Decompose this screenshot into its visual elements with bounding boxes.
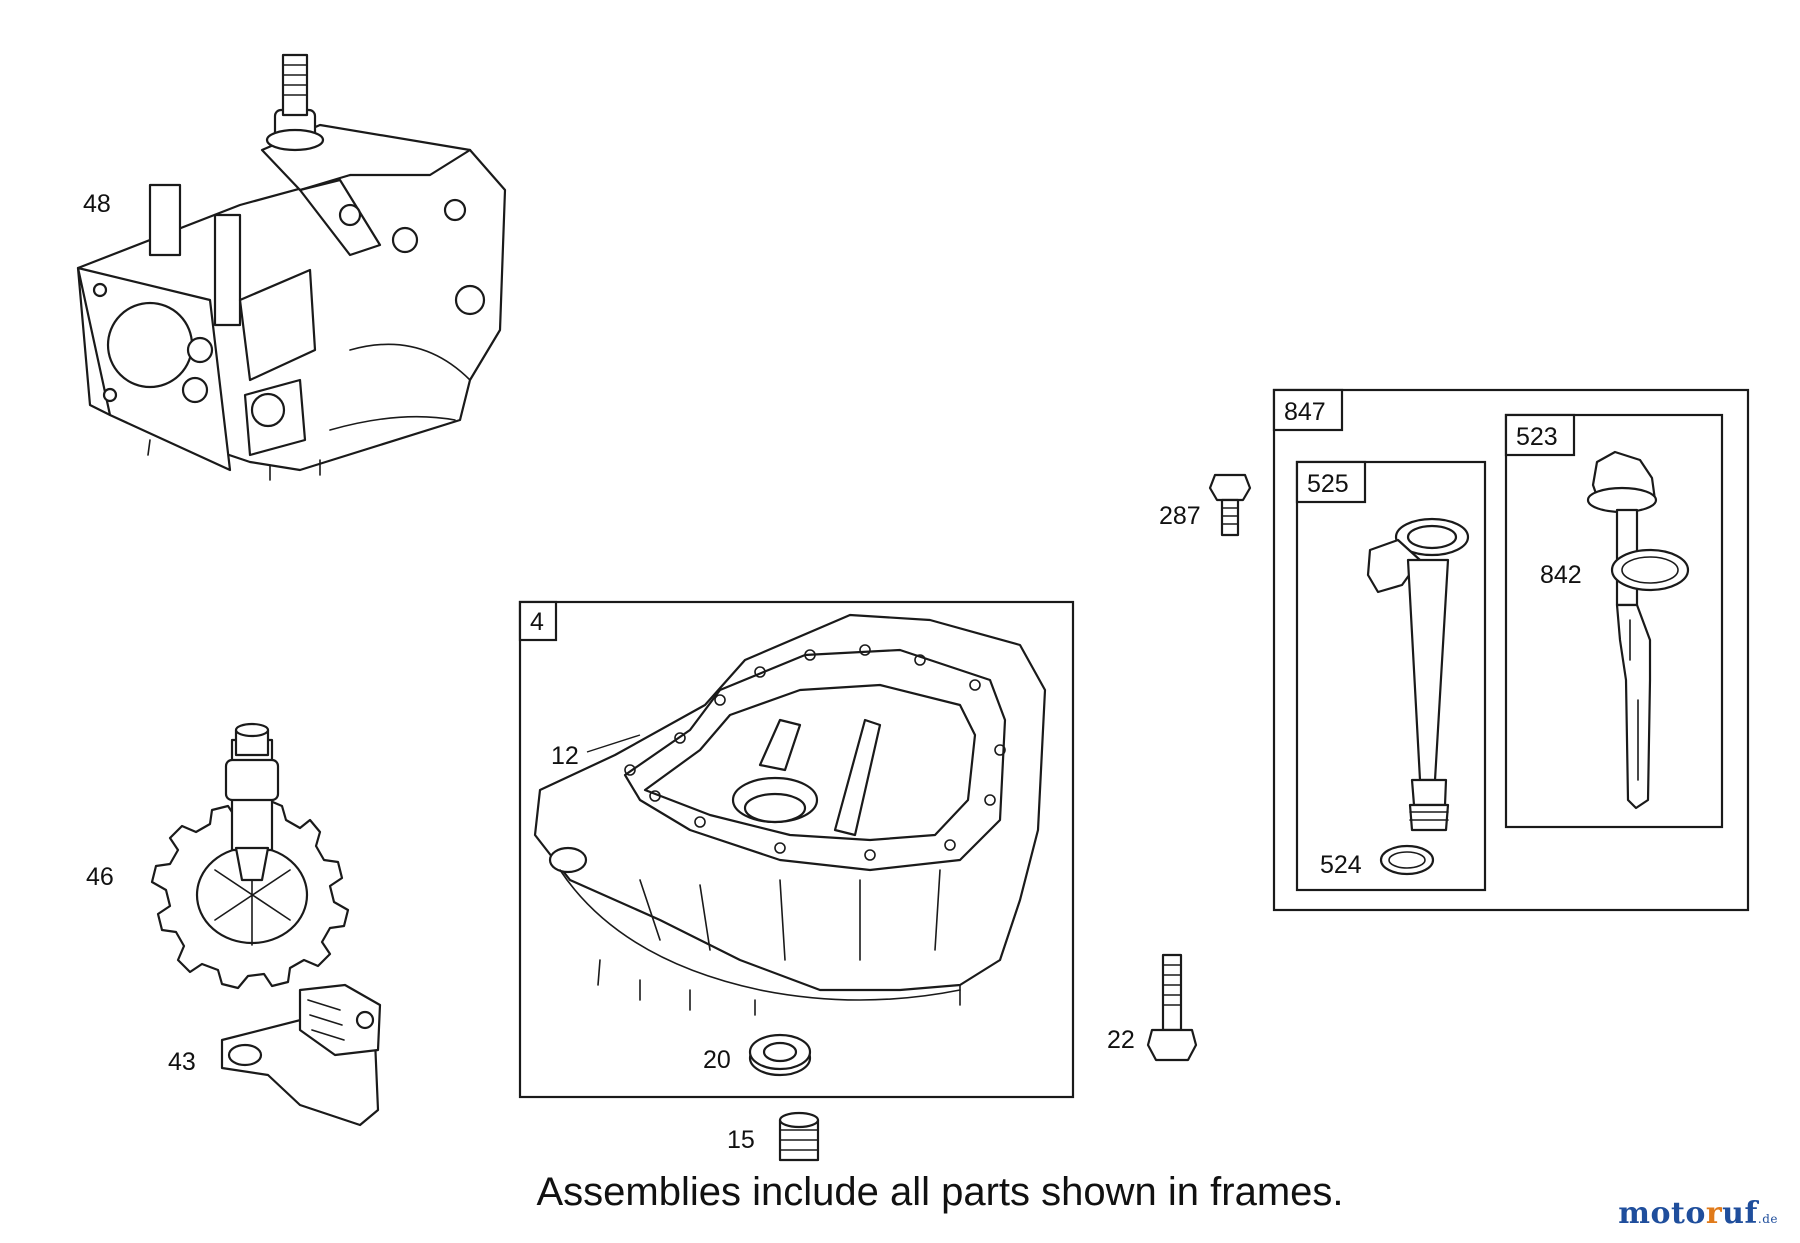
dipstick-assembly-frame: [1272, 388, 1750, 912]
callout-524: 524: [1320, 851, 1362, 879]
dipstick-frame: [1504, 413, 1724, 829]
diagram-caption: Assemblies include all parts shown in fr…: [536, 1170, 1344, 1214]
leader-line-12: [586, 734, 641, 753]
cam-gear-part: [150, 722, 350, 990]
callout-15: 15: [727, 1126, 755, 1154]
callout-523: 523: [1516, 423, 1558, 451]
callout-842: 842: [1540, 561, 1582, 589]
callout-4: 4: [530, 608, 544, 636]
callout-525: 525: [1307, 470, 1349, 498]
callout-287: 287: [1159, 502, 1201, 530]
o-ring-part: [1379, 844, 1435, 876]
callout-46: 46: [86, 863, 114, 891]
callout-847: 847: [1284, 398, 1326, 426]
dipstick-o-ring-part: [1610, 548, 1690, 592]
sump-assembly-frame: [518, 600, 1075, 1099]
cylinder-block-part: [76, 53, 507, 481]
bolt-part: [1146, 953, 1198, 1062]
governor-bracket-part: [220, 983, 382, 1127]
sump-part: [533, 613, 1047, 1016]
drain-plug-part: [778, 1111, 820, 1162]
dipstick-part: [1586, 450, 1658, 810]
oil-seal-part: [748, 1033, 812, 1077]
callout-20: 20: [703, 1046, 731, 1074]
small-bolt-part: [1208, 473, 1252, 537]
callout-48: 48: [83, 190, 111, 218]
dipstick-tube-part: [1366, 517, 1470, 832]
callout-22: 22: [1107, 1026, 1135, 1054]
watermark-logo: motoruf.de: [1618, 1196, 1778, 1231]
callout-43: 43: [168, 1048, 196, 1076]
callout-12: 12: [551, 742, 579, 770]
dipstick-tube-frame: [1295, 460, 1487, 892]
